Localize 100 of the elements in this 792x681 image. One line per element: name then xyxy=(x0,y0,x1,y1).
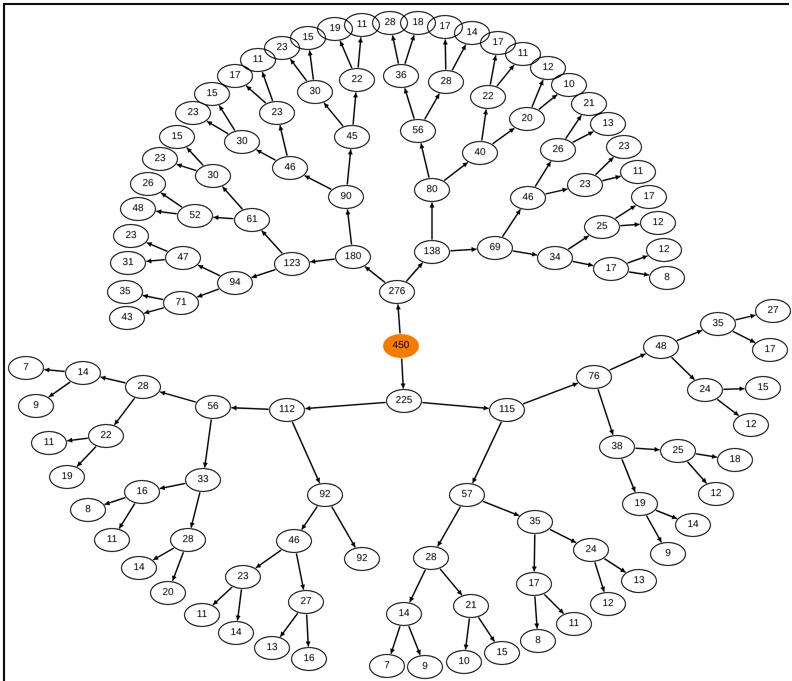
arrow xyxy=(118,503,136,529)
arrow xyxy=(190,492,201,528)
arrow xyxy=(406,262,424,282)
arrow xyxy=(671,356,695,380)
arrow xyxy=(404,35,415,64)
node-ellipse: 57 xyxy=(449,483,485,507)
arrow xyxy=(67,438,88,443)
node-ellipse: 28 xyxy=(372,11,408,35)
arrow xyxy=(609,353,646,371)
node-ellipse: 26 xyxy=(540,138,576,162)
node-ellipse: 94 xyxy=(217,271,253,295)
arrow xyxy=(545,188,568,195)
node-ellipse: 20 xyxy=(509,107,545,131)
node-ellipse: 18 xyxy=(717,448,753,472)
node-ellipse: 48 xyxy=(120,197,156,221)
arrow xyxy=(206,120,228,134)
arrow xyxy=(346,149,353,185)
arrow xyxy=(176,164,196,172)
arrow xyxy=(196,288,220,298)
arrow xyxy=(160,192,182,208)
arrow xyxy=(331,506,356,548)
arrow xyxy=(409,570,426,602)
node-ellipse: 52 xyxy=(177,204,213,228)
node-ellipse: 23 xyxy=(175,101,211,125)
node-ellipse: 22 xyxy=(339,68,375,92)
arrow xyxy=(296,553,306,590)
node-ellipse: 11 xyxy=(556,612,592,636)
node-ellipse: 30 xyxy=(195,164,231,188)
node-ellipse: 12 xyxy=(733,413,769,437)
arrow xyxy=(408,626,421,656)
node-ellipse: 35 xyxy=(107,280,143,304)
node-ellipse: 17 xyxy=(516,572,552,596)
root-ellipse: 450 xyxy=(383,334,419,358)
node-ellipse: 14 xyxy=(454,21,490,45)
node-ellipse: 80 xyxy=(414,178,450,202)
arrow xyxy=(396,304,401,334)
node-ellipse: 28 xyxy=(428,70,464,94)
arrow xyxy=(450,247,477,252)
node-ellipse: 18 xyxy=(400,11,436,35)
arrow xyxy=(464,618,470,650)
arrow xyxy=(597,388,614,436)
arrow xyxy=(156,209,177,214)
arrow xyxy=(364,266,386,284)
arrow xyxy=(628,271,650,277)
arrow xyxy=(346,209,352,245)
arrow xyxy=(152,547,174,561)
arrow xyxy=(144,307,164,314)
arrow xyxy=(222,186,244,210)
node-ellipse: 138 xyxy=(414,240,450,264)
node-ellipse: 46 xyxy=(272,156,308,180)
node-ellipse: 25 xyxy=(584,215,620,239)
arrow xyxy=(472,422,502,484)
arrow xyxy=(602,175,621,182)
node-ellipse: 9 xyxy=(650,542,686,566)
node-ellipse: 7 xyxy=(369,654,405,678)
node-ellipse: 17 xyxy=(480,31,516,55)
arrow xyxy=(310,258,335,264)
arrow xyxy=(172,552,184,582)
node-ellipse: 23 xyxy=(225,565,261,589)
node-ellipse: 12 xyxy=(698,482,734,506)
arrow xyxy=(565,114,582,140)
node-ellipse: 19 xyxy=(317,17,353,41)
node-ellipse: 11 xyxy=(184,603,220,627)
arrow xyxy=(452,44,466,71)
node-ellipse: 8 xyxy=(649,266,685,290)
node-ellipse: 276 xyxy=(379,280,415,304)
node-ellipse: 11 xyxy=(31,431,67,455)
arrow xyxy=(160,390,196,403)
node-ellipse: 28 xyxy=(413,546,449,570)
node-ellipse: 21 xyxy=(571,92,607,116)
node-ellipse: 10 xyxy=(446,650,482,674)
arrow xyxy=(104,496,126,506)
node-ellipse: 26 xyxy=(130,172,166,196)
arrow xyxy=(440,568,462,596)
arrow xyxy=(236,589,242,621)
arrow xyxy=(442,39,448,70)
arrow xyxy=(627,255,648,264)
node-ellipse: 14 xyxy=(65,361,101,385)
node-ellipse: 11 xyxy=(94,528,130,552)
arrow xyxy=(146,258,165,264)
node-ellipse: 48 xyxy=(643,335,679,359)
arrow xyxy=(544,594,564,614)
node-ellipse: 19 xyxy=(49,465,85,489)
arrow xyxy=(48,381,71,398)
arrow xyxy=(490,55,498,85)
node-ellipse: 17 xyxy=(752,338,788,362)
node-ellipse: 12 xyxy=(646,238,682,262)
node-ellipse: 24 xyxy=(573,538,609,562)
arrow xyxy=(186,147,204,166)
arrow xyxy=(522,382,578,405)
arrow xyxy=(568,235,590,250)
arrow xyxy=(572,131,594,143)
node-ellipse: 12 xyxy=(530,56,566,80)
arrow xyxy=(246,85,266,104)
arrow xyxy=(323,102,344,127)
arrow xyxy=(280,612,298,638)
arrow xyxy=(212,586,233,606)
node-ellipse: 23 xyxy=(113,224,149,248)
node-ellipse: 13 xyxy=(590,112,626,136)
node-ellipse: 28 xyxy=(125,375,161,399)
